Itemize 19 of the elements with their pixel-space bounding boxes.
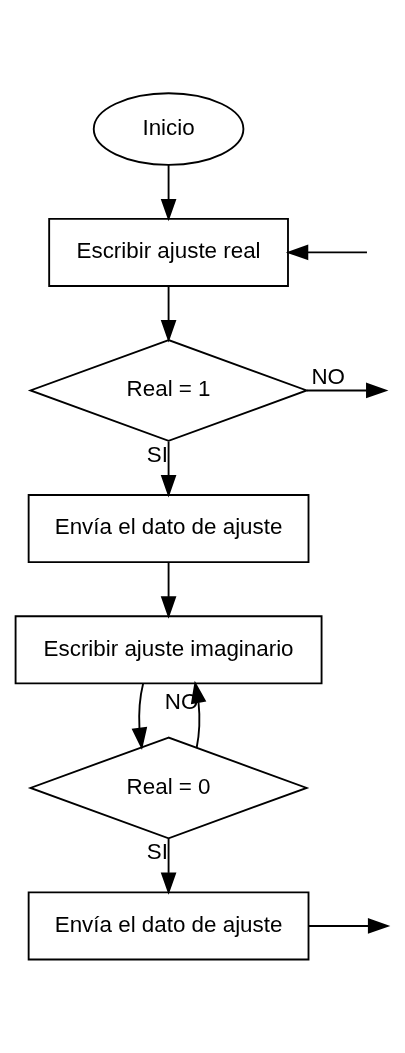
- arrow: [307, 918, 391, 934]
- arrow: [160, 163, 177, 222]
- node-box: Envía el dato de ajuste: [27, 891, 310, 961]
- node-ellipse: Inicio: [92, 92, 245, 166]
- node-box: Escribir ajuste real: [48, 217, 289, 287]
- arrow: [160, 561, 177, 619]
- arrow: [160, 440, 177, 498]
- node-diamond: Real = 0: [27, 736, 310, 840]
- edge-label: SI: [146, 839, 168, 865]
- edge-label: SI: [146, 441, 168, 467]
- arrow: [285, 244, 368, 261]
- edge-label: NO: [311, 364, 346, 390]
- node-box: Envía el dato de ajuste: [27, 494, 310, 564]
- arrow: [305, 382, 389, 399]
- arrow: [131, 682, 148, 751]
- node-diamond: Real = 1: [27, 339, 310, 442]
- arrow: [160, 285, 177, 343]
- arrow: [160, 838, 177, 895]
- node-box: Escribir ajuste imaginario: [14, 615, 323, 685]
